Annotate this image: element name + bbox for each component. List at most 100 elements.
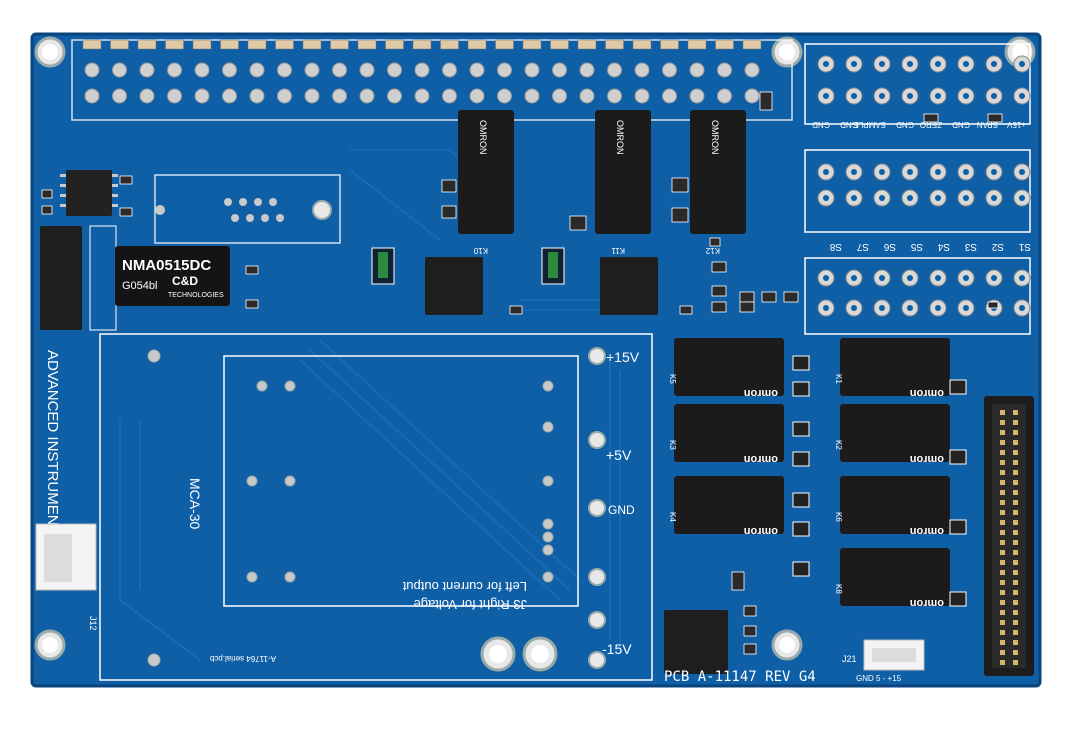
smd-cap <box>467 39 487 50</box>
relay-ref: K2 <box>834 440 843 450</box>
relay-ref: K4 <box>668 512 677 522</box>
smd-part <box>783 291 799 303</box>
smd-part <box>41 189 53 199</box>
header-pin <box>359 88 375 104</box>
relay-ref: K5 <box>668 374 677 384</box>
relay <box>840 476 950 534</box>
dcdc-code-label: G054bl <box>122 280 157 292</box>
smd-cap <box>550 39 569 50</box>
switch-label: S6 <box>883 241 896 252</box>
relay-brand: omron <box>744 453 779 465</box>
smd-cap <box>165 39 184 50</box>
smd-part <box>711 261 727 273</box>
relay-ref: K10 <box>473 246 488 255</box>
relay <box>840 338 950 396</box>
header-pin <box>222 62 237 78</box>
switch-label: S7 <box>856 241 869 252</box>
label-gnd: GND <box>608 503 635 517</box>
ic-u5 <box>425 257 483 315</box>
smd-part <box>709 237 721 247</box>
smd-part <box>987 301 999 309</box>
smd-part <box>245 265 259 275</box>
header-pin <box>332 88 347 104</box>
header-pin <box>442 88 457 104</box>
smd-part <box>743 625 757 637</box>
header-pin <box>689 88 705 104</box>
mounting-holes <box>34 36 1036 672</box>
terminal-block-j8 <box>804 43 1031 335</box>
terminal-label: +15V <box>1006 120 1026 129</box>
header-pin <box>552 88 567 104</box>
switch-label: S5 <box>910 241 923 252</box>
header-pin <box>717 88 732 104</box>
header-pin <box>634 62 650 78</box>
smd-cap <box>192 39 212 50</box>
header-pin <box>497 88 512 104</box>
connector-j12 <box>35 523 97 591</box>
header-pin <box>139 62 155 78</box>
smd-cap <box>137 39 157 50</box>
header-pin <box>662 88 677 104</box>
smd-part <box>759 91 773 111</box>
smd-components <box>41 91 1003 655</box>
relay-brand: OMRON <box>478 120 488 155</box>
switch-label: S3 <box>964 241 977 252</box>
smd-cap <box>742 39 762 50</box>
header-pin <box>579 62 595 78</box>
relay-brand: omron <box>910 387 945 399</box>
switch-label: S2 <box>991 241 1004 252</box>
smd-part <box>711 285 727 297</box>
header-pin <box>84 62 100 78</box>
jumper-note-line2: Left for current output <box>402 579 527 594</box>
smd-cap <box>330 39 349 50</box>
label-minus15v: -15V <box>602 641 632 657</box>
smd-cap <box>247 39 267 50</box>
header-pin <box>524 62 540 78</box>
header-pin <box>304 88 320 104</box>
header-pin <box>249 88 265 104</box>
header-pin <box>607 62 622 78</box>
smd-part <box>987 113 1003 123</box>
connector-j21 <box>863 639 925 671</box>
header-pin <box>304 62 320 78</box>
header-pin <box>194 88 210 104</box>
smd-part <box>245 299 259 309</box>
relay-brand: OMRON <box>615 120 625 155</box>
header-pin <box>744 88 760 104</box>
smd-part <box>761 291 777 303</box>
smd-cap <box>357 39 377 50</box>
dcdc-brand-label: C&D <box>172 274 198 288</box>
header-pin <box>579 88 595 104</box>
ic-u8 <box>60 170 118 216</box>
header-pin <box>167 88 182 104</box>
header-pin <box>552 62 567 78</box>
smd-cap <box>687 39 707 50</box>
smd-part <box>711 301 727 313</box>
header-pin <box>222 88 237 104</box>
header-pin <box>277 88 292 104</box>
smd-cap <box>577 39 597 50</box>
header-pin <box>469 88 485 104</box>
dcdc-brand2-label: TECHNOLOGIES <box>168 292 224 299</box>
smd-part <box>739 301 755 313</box>
header-pin <box>442 62 457 78</box>
relay <box>674 404 784 462</box>
header-pin <box>414 62 430 78</box>
header-pin <box>387 88 402 104</box>
header-pin <box>194 62 210 78</box>
terminal-label: SPAN <box>977 120 998 129</box>
diode-column <box>792 355 967 607</box>
relay-ref: K3 <box>668 440 677 450</box>
relay-ref: K12 <box>705 246 720 255</box>
smd-part <box>743 605 757 617</box>
terminal-label: ZERO <box>920 120 942 129</box>
terminal-label: GND <box>896 120 914 129</box>
smd-cap <box>275 39 294 50</box>
header-pin <box>524 88 540 104</box>
module-label: MCA-30 <box>187 478 203 530</box>
header-pin <box>497 62 512 78</box>
power-pads <box>588 347 606 669</box>
